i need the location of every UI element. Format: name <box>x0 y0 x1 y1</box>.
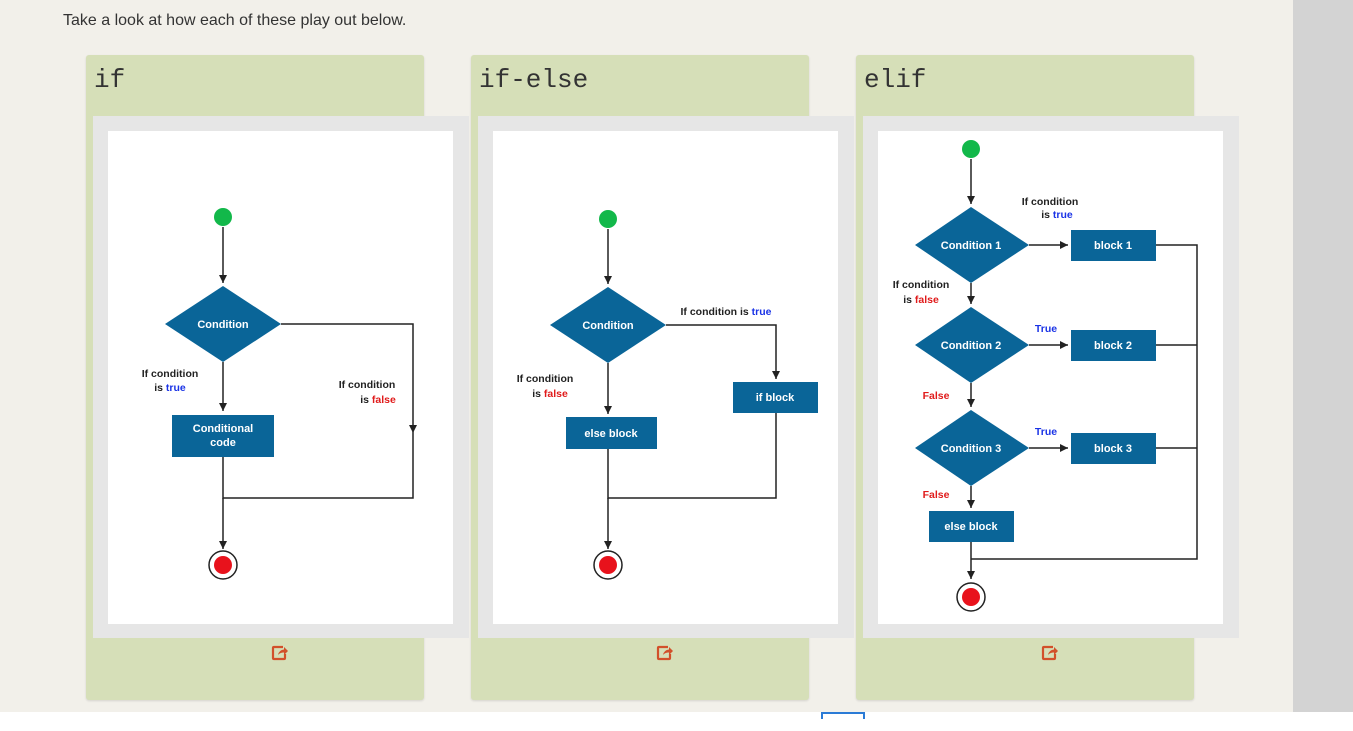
code-label-line2: code <box>210 437 236 449</box>
share-icon[interactable] <box>655 643 675 663</box>
else-block-label: else block <box>584 428 638 440</box>
condition-1-label: Condition 1 <box>941 240 1002 252</box>
true-label-line2: is true <box>154 382 186 394</box>
intro-text: Take a look at how each of these play ou… <box>63 12 407 29</box>
start-node <box>962 140 980 158</box>
main-content: Take a look at how each of these play ou… <box>0 0 1293 712</box>
condition-label: Condition <box>197 319 249 331</box>
elif-flowchart[interactable]: Condition 1 If condition is true block 1… <box>878 131 1223 624</box>
condition-3-label: Condition 3 <box>941 443 1002 455</box>
false-label-line2: is false <box>360 394 396 406</box>
true-1-label-line2: is true <box>1041 209 1073 221</box>
start-node <box>599 210 617 228</box>
false-label-line1: If condition <box>339 379 396 391</box>
block-3-box <box>1071 433 1156 464</box>
if-block-label: if block <box>756 392 795 404</box>
true-3-label: True <box>1035 426 1057 438</box>
card-elif: elif Condition 1 If condition is true <box>856 55 1239 700</box>
block-1-box <box>1071 230 1156 261</box>
else-block-box <box>566 417 657 449</box>
true-2-label: True <box>1035 323 1057 335</box>
if-block-box <box>733 382 818 413</box>
false-3-label: False <box>923 489 950 501</box>
condition-label: Condition <box>582 320 634 332</box>
else-block-box <box>929 511 1014 542</box>
card-title: if-else <box>479 65 589 95</box>
condition-1-diamond <box>915 207 1029 283</box>
false-2-label: False <box>923 390 950 402</box>
code-label-line1: Conditional <box>193 423 254 435</box>
card-if-else: if-else Condition If condition is true <box>471 55 854 700</box>
diagram-frame: Condition If condition is true Condition… <box>93 116 469 638</box>
condition-3-diamond <box>915 410 1029 486</box>
start-node <box>214 208 232 226</box>
if-else-flowchart[interactable]: Condition If condition is true if block … <box>493 131 838 624</box>
true-1-label-line1: If condition <box>1022 196 1079 208</box>
card-title: if <box>94 65 126 95</box>
bottom-widget[interactable] <box>821 712 865 719</box>
diagram-frame: Condition If condition is true if block … <box>478 116 854 638</box>
share-icon[interactable] <box>270 643 290 663</box>
condition-diamond <box>550 287 666 363</box>
condition-diamond <box>165 286 281 362</box>
false-label-line2: is false <box>532 388 568 400</box>
block-3-label: block 3 <box>1094 443 1132 455</box>
diagram-frame: Condition 1 If condition is true block 1… <box>863 116 1239 638</box>
block-2-label: block 2 <box>1094 340 1132 352</box>
right-sidebar <box>1293 0 1353 712</box>
card-title: elif <box>864 65 927 95</box>
true-label: If condition is true <box>680 306 771 318</box>
else-block-label: else block <box>944 521 998 533</box>
false-1-label-line1: If condition <box>893 279 950 291</box>
bottom-strip <box>0 712 1353 731</box>
true-label-line1: If condition <box>142 368 199 380</box>
conditional-code-box <box>172 415 274 457</box>
false-label-line1: If condition <box>517 373 574 385</box>
if-flowchart[interactable]: Condition If condition is true Condition… <box>108 131 453 624</box>
block-2-box <box>1071 330 1156 361</box>
share-icon[interactable] <box>1040 643 1060 663</box>
condition-2-diamond <box>915 307 1029 383</box>
card-if: if Condition If condition is true <box>86 55 469 700</box>
false-1-label-line2: is false <box>903 294 939 306</box>
condition-2-label: Condition 2 <box>941 340 1002 352</box>
block-1-label: block 1 <box>1094 240 1132 252</box>
